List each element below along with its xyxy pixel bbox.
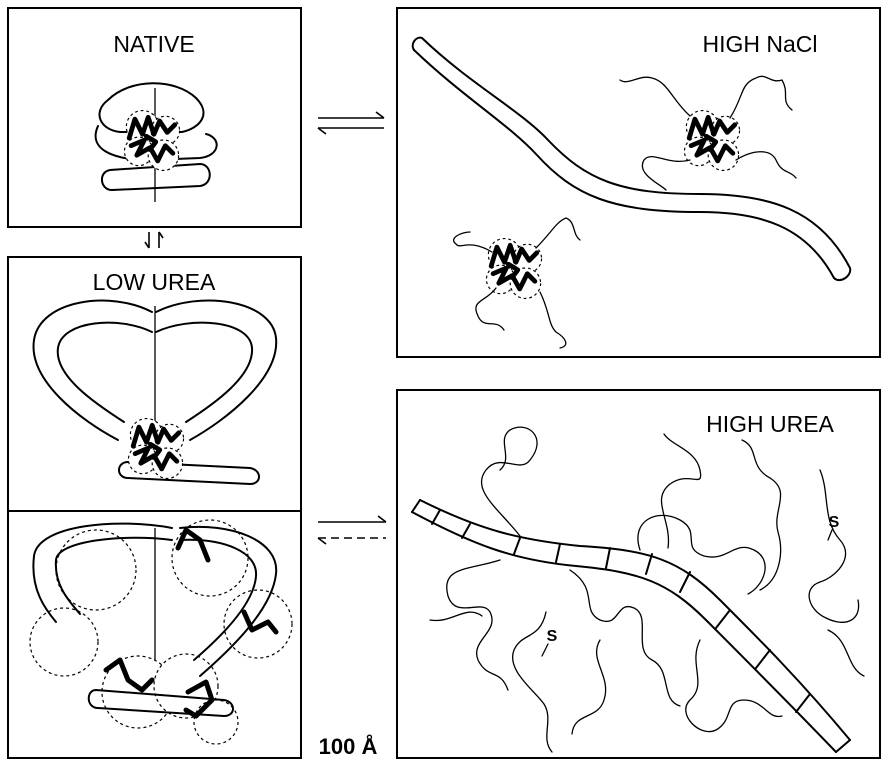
low-urea-expanded-protein [29, 519, 293, 745]
high-nacl-headgroup-left [453, 217, 581, 349]
high-nacl-title: HIGH NaCl [702, 31, 817, 57]
low-urea-loop-protein [32, 299, 278, 485]
high-urea-panel-frame [396, 389, 881, 759]
sulfur-label-right: S [829, 514, 840, 531]
scale-bar-label: 100 Å [319, 733, 378, 759]
low-urea-panel-frame [7, 256, 302, 759]
equilibrium-arrows-native-lowurea [144, 231, 164, 249]
high-nacl-panel: HIGH NaCl [396, 7, 881, 358]
low-urea-panel: LOW UREA [7, 256, 302, 759]
high-nacl-headgroup-right [619, 75, 797, 191]
native-protein [94, 82, 218, 202]
high-nacl-panel-frame [396, 7, 881, 358]
high-urea-random-coils [429, 426, 865, 753]
high-urea-panel: HIGH UREA [396, 389, 881, 759]
low-urea-title: LOW UREA [93, 269, 216, 295]
high-nacl-rod [411, 36, 852, 282]
native-panel-frame [7, 7, 302, 228]
high-urea-rod [411, 499, 851, 753]
equilibrium-arrows-native-highnacl [317, 111, 385, 135]
sulfur-label-left: S [547, 628, 558, 645]
high-urea-title: HIGH UREA [706, 411, 834, 437]
native-panel: NATIVE [7, 7, 302, 228]
native-title: NATIVE [113, 31, 194, 57]
equilibrium-arrows-lowurea-highurea [317, 515, 387, 545]
